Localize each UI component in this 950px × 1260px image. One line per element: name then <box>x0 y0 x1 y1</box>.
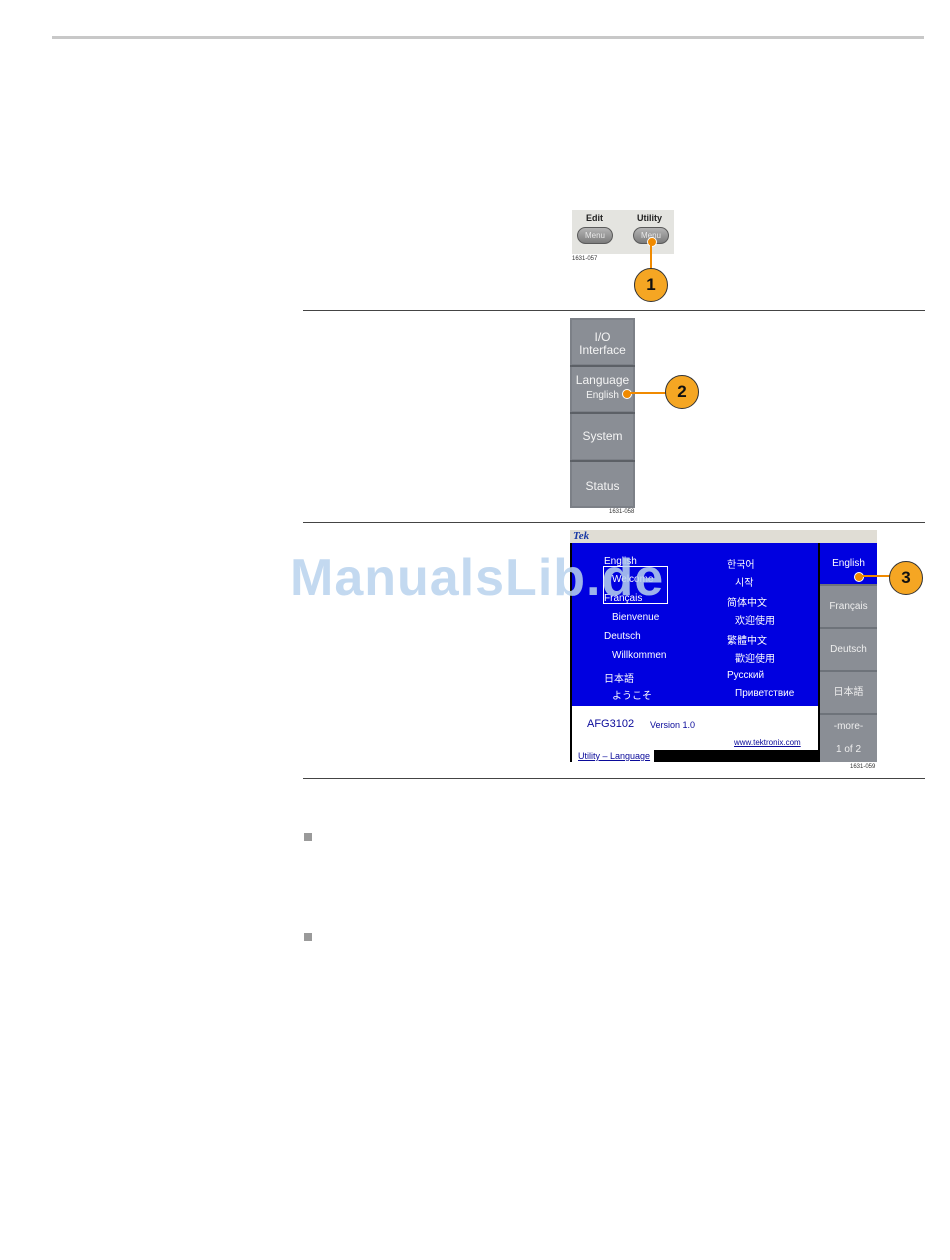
front-panel-buttons: Edit Utility Menu Menu <box>572 210 674 254</box>
status-breadcrumb: Utility – Language <box>572 750 654 762</box>
figure-id: 1631-059 <box>850 764 876 770</box>
menu-divider <box>570 365 635 367</box>
menu-item-language[interactable]: Language English <box>572 367 633 411</box>
menu-divider <box>570 412 635 414</box>
tek-logo: Tek <box>573 530 590 542</box>
callout-line <box>860 575 890 577</box>
lang-german[interactable]: Deutsch <box>604 631 641 642</box>
lang-japanese[interactable]: 日本語 <box>604 674 634 685</box>
menu-item-io-interface[interactable]: I/O Interface <box>572 320 633 364</box>
lang-korean[interactable]: 한국어 <box>727 560 755 571</box>
greet-german: Willkommen <box>612 650 667 661</box>
screen-title-bar: Tek <box>570 530 877 543</box>
language-screen: Tek English Welcome Français Bienvenue D… <box>570 530 877 762</box>
bullet-marker <box>304 933 312 941</box>
side-item-french[interactable]: Français <box>820 586 877 627</box>
greet-japanese: ようこそ <box>612 691 652 702</box>
lang-french[interactable]: Français <box>604 593 643 604</box>
language-side-menu: English Français Deutsch 日本語 -more- 1 of… <box>820 543 877 762</box>
table-rule <box>303 778 925 779</box>
header-rule <box>52 36 924 39</box>
side-item-english[interactable]: English <box>820 543 877 584</box>
edit-label: Edit <box>586 213 603 223</box>
utility-bezel-menu: I/O Interface Language English System St… <box>570 318 635 508</box>
language-list: English Welcome Français Bienvenue Deuts… <box>572 543 818 706</box>
more-label: -more- <box>833 721 864 732</box>
lang-russian[interactable]: Русский <box>727 670 765 681</box>
callout-pointer <box>622 389 632 399</box>
website-link: www.tektronix.com <box>734 738 801 747</box>
lang-english[interactable]: English <box>604 556 637 567</box>
greet-english: Welcome <box>612 574 654 585</box>
table-rule <box>303 522 925 523</box>
page-indicator: 1 of 2 <box>835 744 862 755</box>
greet-simplified-chinese: 欢迎使用 <box>735 616 775 627</box>
lang-simplified-chinese[interactable]: 简体中文 <box>727 598 767 609</box>
info-panel: AFG3102 Version 1.0 www.tektronix.com <box>572 706 818 750</box>
menu-divider <box>570 460 635 462</box>
menu-item-label: Interface <box>579 343 626 357</box>
side-item-japanese[interactable]: 日本語 <box>820 672 877 713</box>
callout-2: 2 <box>665 375 699 409</box>
version: Version 1.0 <box>650 720 696 730</box>
table-rule <box>303 310 925 311</box>
callout-3: 3 <box>889 561 923 595</box>
side-item-german[interactable]: Deutsch <box>820 629 877 670</box>
menu-item-label: Language <box>575 373 630 387</box>
callout-line <box>628 392 666 394</box>
utility-label: Utility <box>637 213 663 223</box>
callout-1: 1 <box>634 268 668 302</box>
callout-pointer <box>854 572 864 582</box>
model-name: AFG3102 <box>587 718 635 730</box>
menu-item-value: English <box>586 390 619 401</box>
menu-item-system[interactable]: System <box>572 414 633 459</box>
callout-pointer <box>647 237 657 247</box>
edit-menu-button[interactable]: Menu <box>577 227 613 244</box>
greet-russian: Приветствие <box>735 688 795 699</box>
greet-traditional-chinese: 歡迎使用 <box>735 654 775 665</box>
figure-id: 1631-058 <box>609 509 635 515</box>
bullet-marker <box>304 833 312 841</box>
greet-korean: 시작 <box>735 578 754 589</box>
watermark: ManualsLib.de <box>290 549 665 607</box>
side-item-more[interactable]: -more- 1 of 2 <box>820 715 877 762</box>
menu-item-status[interactable]: Status <box>572 462 633 506</box>
figure-id: 1631-057 <box>572 256 598 262</box>
greet-french: Bienvenue <box>612 612 660 623</box>
menu-item-label: I/O <box>594 330 611 344</box>
lang-traditional-chinese[interactable]: 繁體中文 <box>727 636 767 647</box>
selection-box <box>603 566 668 604</box>
callout-line <box>650 244 652 272</box>
